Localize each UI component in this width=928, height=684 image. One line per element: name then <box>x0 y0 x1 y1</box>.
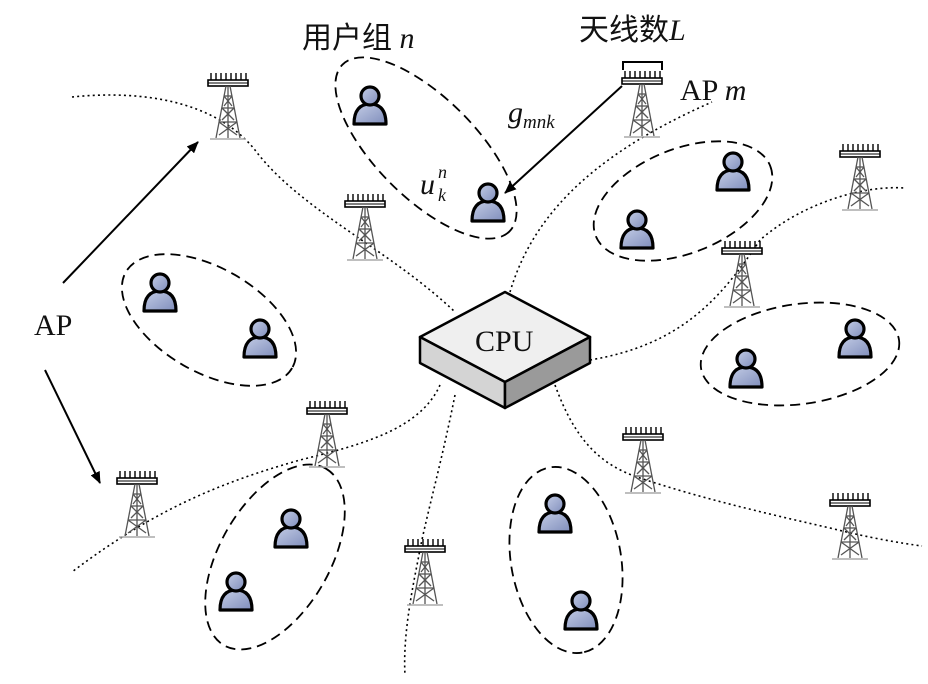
user-group-top <box>334 56 518 240</box>
ap-label: AP <box>34 309 73 342</box>
cpu-box-icon <box>418 290 592 410</box>
antenna-tower-icon <box>344 193 386 261</box>
user-icon <box>715 151 751 192</box>
link-right-top <box>509 101 713 293</box>
link-bottom-center <box>403 394 456 676</box>
user-icon <box>142 272 178 313</box>
antenna-tower-icon <box>839 143 881 211</box>
antenna-tower-icon <box>404 538 446 606</box>
channel-subscript: mnk <box>523 112 555 133</box>
antenna-count-var: L <box>669 14 686 47</box>
user-group-left <box>120 253 298 387</box>
arrow-ap-up <box>62 141 199 284</box>
user-group-bottom-center <box>508 466 624 654</box>
antenna-tower-icon <box>207 72 249 140</box>
user-icon <box>273 508 309 549</box>
antenna-tower-icon <box>621 70 663 138</box>
user-icon <box>563 590 599 631</box>
arrows <box>44 85 623 484</box>
user-icon <box>537 493 573 534</box>
antenna-tower-icon <box>622 426 664 494</box>
user-u: u <box>420 168 435 201</box>
ap-m-text: AP <box>680 74 718 107</box>
user-uk-label: u n k <box>420 163 447 204</box>
user-icon <box>837 318 873 359</box>
antenna-count-text: 天线数 <box>579 13 669 48</box>
user-group-var: n <box>399 22 415 55</box>
user-group-text: 用户组 <box>302 21 392 56</box>
ap-m-label: AP m <box>680 76 746 106</box>
antenna-count-bracket <box>622 61 663 70</box>
user-icon <box>242 318 278 359</box>
link-bottom-left <box>71 384 441 573</box>
user-groups <box>120 56 901 654</box>
user-superscript: n <box>438 162 447 182</box>
arrow-ap-down <box>44 369 101 484</box>
user-icon <box>352 85 388 126</box>
user-group-label: 用户组 n <box>302 24 415 54</box>
cpu-label: CPU <box>475 325 534 358</box>
link-bottom-right <box>554 384 923 547</box>
channel-label: gmnk <box>508 96 555 133</box>
user-group-bottom-left <box>204 463 346 651</box>
user-icon <box>728 348 764 389</box>
antenna-tower-icon <box>721 240 763 308</box>
user-icon <box>218 571 254 612</box>
antenna-tower-icon <box>116 470 158 538</box>
channel-g: g <box>508 96 523 129</box>
user-subscript: k <box>438 185 446 205</box>
ap-m-var: m <box>724 74 747 107</box>
link-top-left <box>71 94 456 313</box>
user-icon <box>470 182 506 223</box>
antenna-count-label: 天线数L <box>579 16 686 46</box>
user-icon <box>619 209 655 250</box>
user-group-right-mid <box>699 301 901 407</box>
user-group-right-top <box>592 140 774 262</box>
antenna-tower-icon <box>829 492 871 560</box>
arrow-channel <box>504 85 623 194</box>
